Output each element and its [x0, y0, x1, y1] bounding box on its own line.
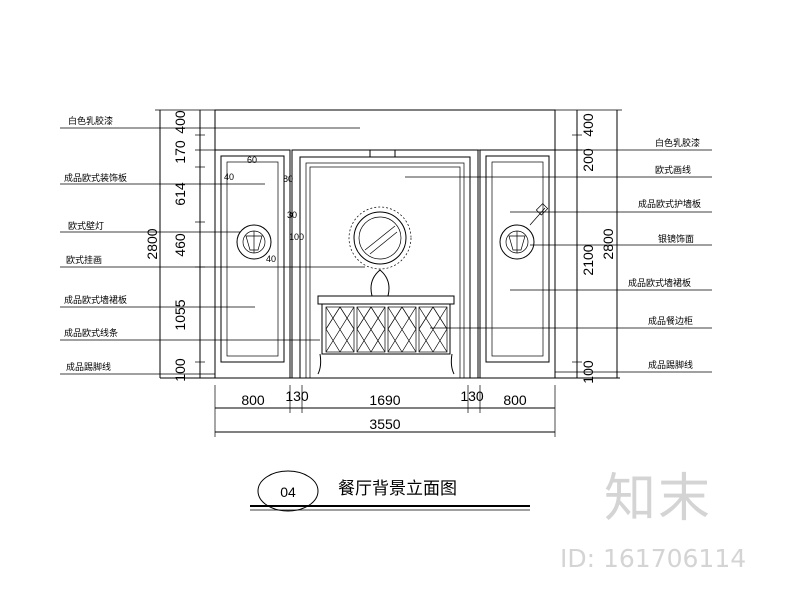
dim-left-3: 614: [172, 182, 188, 206]
left-panel-frame: [220, 155, 285, 363]
label-left-5: 成品欧式墙裙板: [64, 294, 127, 306]
label-left-4: 欧式挂画: [66, 254, 102, 266]
dim-bottom-2: 130: [285, 388, 309, 404]
dim-bottom-5: 800: [503, 392, 527, 408]
label-left-3: 欧式壁灯: [68, 220, 104, 232]
label-right-7: 成品踢脚线: [648, 359, 693, 371]
left-wall-lamp: [245, 235, 263, 251]
right-wall-lamp: [508, 235, 526, 251]
right-panel: [479, 149, 556, 379]
dim-bottom-4: 130: [460, 388, 484, 404]
dim-left-4: 460: [172, 233, 188, 257]
dim-left-total: 2800: [144, 228, 160, 259]
dim-bottom-3: 1690: [369, 392, 400, 408]
label-right-4: 银镜饰面: [658, 233, 694, 245]
label-right-5: 成品欧式墙裙板: [628, 277, 691, 289]
right-medallion: [499, 224, 535, 260]
dim-inner-2: 40: [224, 172, 234, 182]
label-left-1: 白色乳胶漆: [68, 115, 113, 127]
dim-inner-6: 100: [289, 232, 304, 242]
title-block: 04 餐厅背景立面图: [250, 470, 530, 512]
watermark-logo: 知末: [604, 469, 713, 529]
dim-right-total: 2800: [600, 228, 616, 259]
vase: [370, 269, 390, 297]
dim-inner-3: 80: [283, 174, 293, 184]
label-right-6: 成品餐边柜: [648, 315, 693, 327]
label-left-7: 成品踢脚线: [66, 361, 111, 373]
label-right-2: 欧式画线: [655, 164, 691, 176]
dim-left-2: 170: [172, 140, 188, 164]
left-panel-inset: [226, 161, 279, 357]
left-panel: [214, 149, 291, 379]
right-panel-frame: [485, 155, 550, 363]
label-right-3: 成品欧式护墙板: [638, 198, 701, 210]
label-right-1: 白色乳胶漆: [655, 137, 700, 149]
dim-bottom-1: 800: [241, 392, 265, 408]
dim-bottom-total: 3550: [369, 416, 400, 432]
dim-right-3: 2100: [580, 244, 596, 275]
left-medallion: [236, 224, 272, 260]
right-panel-inset: [491, 161, 544, 357]
drawing-number: 04: [280, 484, 296, 500]
sunburst-mirror: [348, 206, 412, 270]
dim-left-5: 1055: [172, 299, 188, 330]
dim-left-6: 100: [172, 358, 188, 382]
dim-left-1: 400: [172, 110, 188, 134]
dim-right-1: 400: [580, 113, 596, 137]
sideboard: [317, 295, 455, 375]
drawing-title: 餐厅背景立面图: [338, 479, 457, 499]
dim-inner-1: 60: [247, 155, 257, 165]
dim-inner-5: 30: [287, 210, 297, 220]
dim-inner-4: 40: [266, 254, 276, 264]
watermark-id: ID: 161706114: [560, 544, 747, 573]
label-left-2: 成品欧式装饰板: [64, 172, 127, 184]
dim-right-2: 200: [580, 148, 596, 172]
label-left-6: 成品欧式线条: [64, 327, 118, 339]
